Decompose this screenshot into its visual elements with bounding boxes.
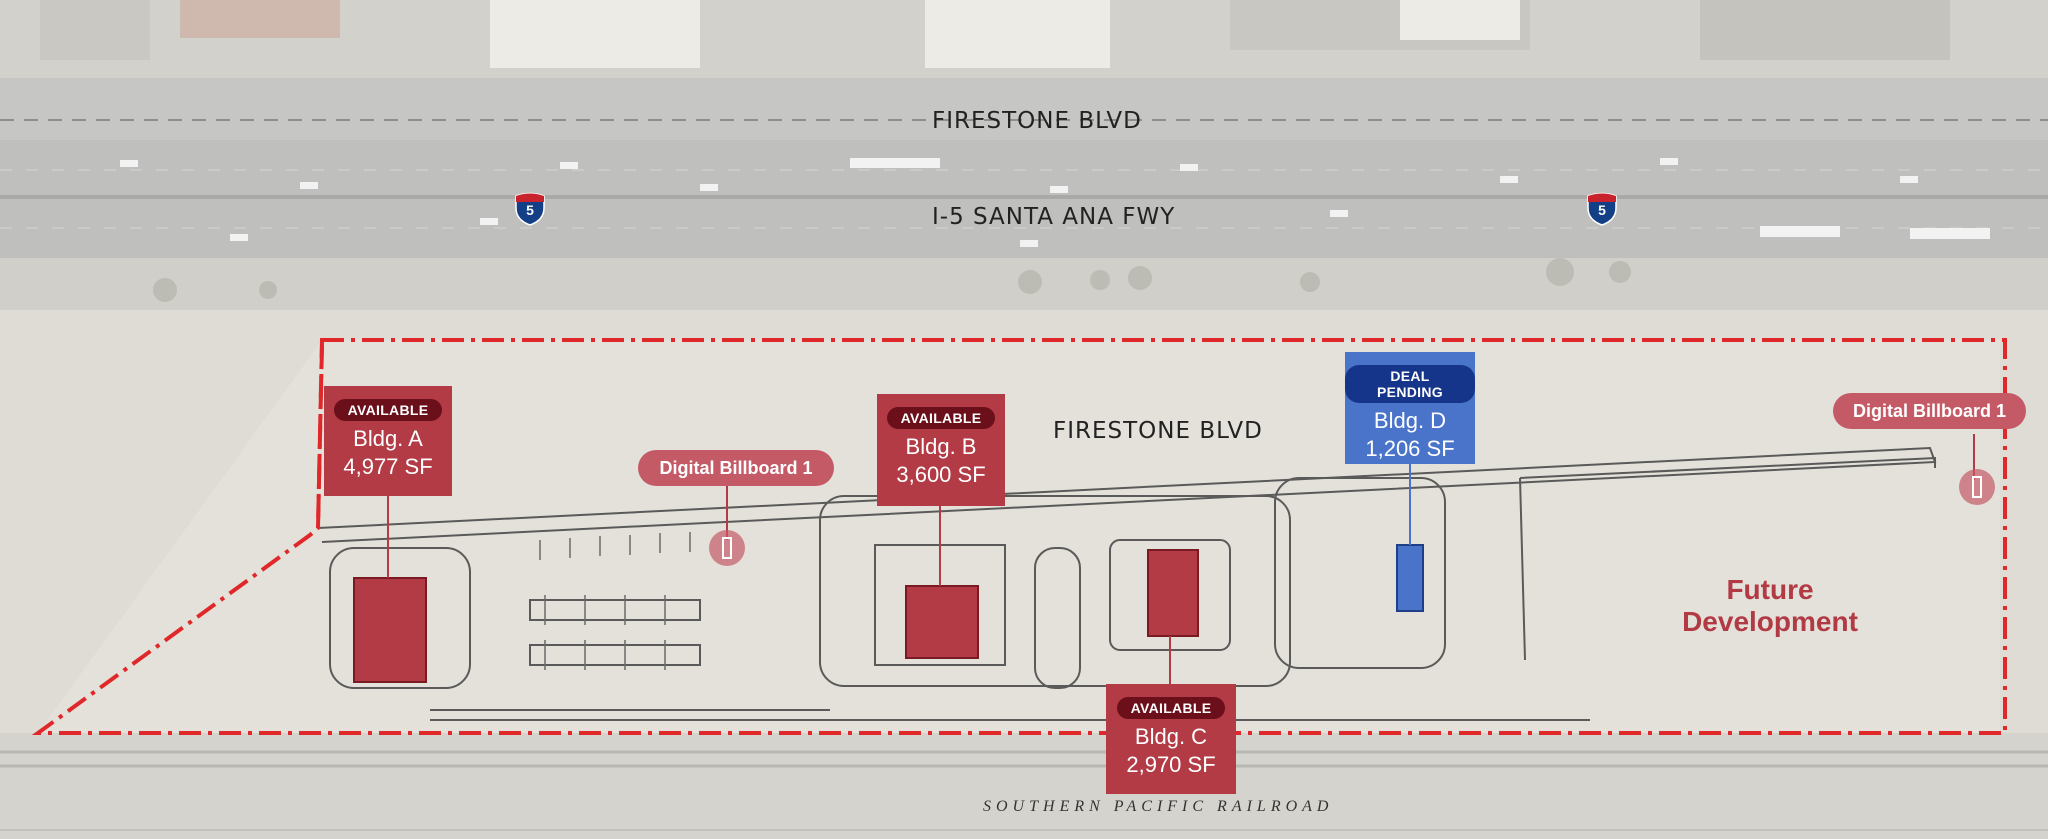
future-line-2: Development [1682, 606, 1858, 637]
building-area: 3,600 SF [896, 462, 986, 487]
future-development-label: Future Development [1660, 574, 1880, 638]
building-a-callout[interactable]: AVAILABLE Bldg. A 4,977 SF [324, 386, 452, 496]
interstate-shield-icon [1587, 192, 1617, 226]
status-badge: AVAILABLE [886, 407, 996, 429]
building-c-callout[interactable]: AVAILABLE Bldg. C 2,970 SF [1106, 684, 1236, 794]
status-badge: AVAILABLE [1116, 697, 1226, 719]
building-area: 2,970 SF [1126, 752, 1216, 777]
road-label-railroad: SOUTHERN PACIFIC RAILROAD [983, 798, 1334, 815]
road-label-firestone-top: FIRESTONE BLVD [932, 108, 1142, 134]
building-area: 4,977 SF [343, 454, 433, 479]
status-badge: AVAILABLE [333, 399, 443, 421]
building-name: Bldg. D [1373, 408, 1447, 433]
building-name: Bldg. C [1134, 724, 1208, 749]
building-name: Bldg. A [353, 426, 423, 451]
road-label-firestone-site: FIRESTONE BLVD [1053, 418, 1263, 444]
building-b-callout[interactable]: AVAILABLE Bldg. B 3,600 SF [877, 394, 1005, 506]
billboard-label-2[interactable]: Digital Billboard 1 [1833, 393, 2026, 429]
building-d-callout[interactable]: DEAL PENDING Bldg. D 1,206 SF [1345, 352, 1475, 464]
billboard-label-1[interactable]: Digital Billboard 1 [638, 450, 834, 486]
building-name: Bldg. B [905, 434, 977, 459]
interstate-shield-icon [515, 192, 545, 226]
shield-label-right: 5 [1598, 202, 1606, 218]
shield-label-left: 5 [526, 202, 534, 218]
future-line-1: Future [1726, 574, 1814, 605]
building-area: 1,206 SF [1365, 436, 1455, 461]
road-label-freeway: I-5 SANTA ANA FWY [932, 204, 1176, 230]
status-badge: DEAL PENDING [1345, 365, 1475, 403]
